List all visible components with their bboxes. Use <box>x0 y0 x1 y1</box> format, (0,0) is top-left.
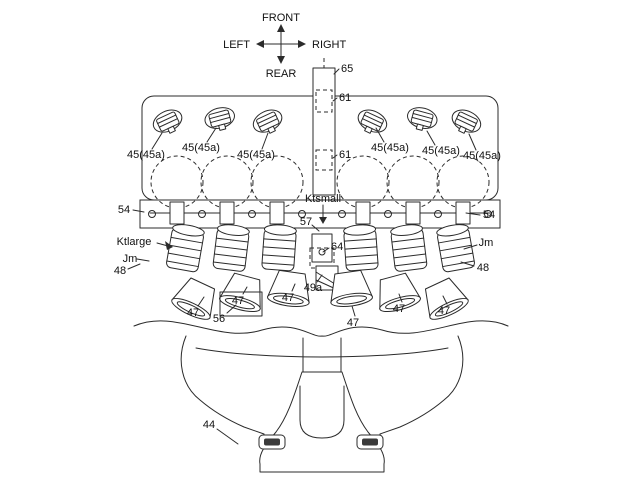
case-seam <box>195 347 449 358</box>
intake-funnel <box>267 269 310 308</box>
label-64: 64 <box>331 241 343 253</box>
intake-funnel <box>330 269 373 308</box>
label-45-5: 45(45a) <box>422 145 460 157</box>
intake-boot <box>261 224 297 272</box>
case-pad <box>356 434 384 450</box>
intake-boot <box>390 224 428 272</box>
ignition-coil <box>407 107 438 131</box>
compass-left-label: LEFT <box>223 39 250 51</box>
label-jm-right: Jm <box>479 237 494 249</box>
label-45-4: 45(45a) <box>371 142 409 154</box>
intake-funnel <box>171 277 216 320</box>
orientation-compass: FRONT LEFT RIGHT REAR <box>223 12 346 80</box>
ignition-coils <box>152 107 482 134</box>
compass-right-label: RIGHT <box>312 39 347 51</box>
label-47-2: 47 <box>232 295 244 307</box>
intake-funnels <box>171 269 469 320</box>
label-47-3: 47 <box>282 292 294 304</box>
bore-circle <box>436 155 490 209</box>
ignition-coil <box>152 109 183 134</box>
bracket-56 <box>219 291 263 317</box>
label-45-2: 45(45a) <box>182 142 220 154</box>
label-54-right: 54 <box>483 209 495 221</box>
center-bracket <box>309 233 339 291</box>
label-45-1: 45(45a) <box>127 149 165 161</box>
intake-boots <box>166 224 475 273</box>
bore-circle <box>386 155 440 209</box>
intake-duct <box>312 58 336 196</box>
label-47-1: 47 <box>187 307 199 319</box>
bore-circle <box>200 155 254 209</box>
bell-housing <box>259 371 385 473</box>
injector <box>405 201 421 225</box>
intake-boot <box>343 224 379 272</box>
bore-circle <box>250 155 304 209</box>
label-54-left: 54 <box>118 204 130 216</box>
injector <box>169 201 185 225</box>
label-47-6: 47 <box>438 305 450 317</box>
label-48-left: 48 <box>114 265 126 277</box>
break-line <box>133 320 509 337</box>
label-47-4: 47 <box>347 317 359 329</box>
injector <box>269 201 285 225</box>
bell-arch <box>299 385 345 439</box>
label-ktlarge: Ktlarge <box>117 236 152 248</box>
intake-funnel <box>424 277 469 320</box>
intake-funnel <box>219 272 261 313</box>
crankcase <box>133 320 509 473</box>
bore-circle <box>336 155 390 209</box>
label-49a: 49a <box>304 282 323 294</box>
intake-boot <box>212 224 250 272</box>
ignition-coil <box>357 109 388 134</box>
injector <box>219 201 235 225</box>
injector <box>355 201 371 225</box>
ignition-coil <box>451 109 482 134</box>
label-ktsmall: Ktsmall <box>305 193 341 205</box>
label-47-5: 47 <box>393 303 405 315</box>
intake-funnel <box>379 272 421 313</box>
compass-left-arrowhead <box>256 40 264 48</box>
compass-front-label: FRONT <box>262 12 300 24</box>
injector <box>455 201 471 225</box>
compass-down-arrowhead <box>277 56 285 64</box>
duct-upper-port <box>315 89 333 113</box>
ignition-coil <box>252 109 283 134</box>
intake-boot <box>436 224 475 273</box>
ref-labels: 65 61 61 45(45a) 45(45a) 45(45a) 45(45a)… <box>114 63 501 431</box>
label-jm-left: Jm <box>123 253 138 265</box>
leader-lines <box>127 68 481 445</box>
case-left-outline <box>180 335 301 450</box>
label-61-top: 61 <box>339 92 351 104</box>
compass-right-arrowhead <box>298 40 306 48</box>
duct-lower-port <box>315 149 333 171</box>
label-48-right: 48 <box>477 262 489 274</box>
bore-circle <box>150 155 204 209</box>
case-pad <box>258 434 286 450</box>
ignition-coil <box>204 107 235 131</box>
duct-body <box>312 67 336 196</box>
label-44: 44 <box>203 419 215 431</box>
intake-boot <box>166 224 205 273</box>
compass-rear-label: REAR <box>266 68 297 80</box>
case-right-outline <box>343 335 464 450</box>
head-band <box>139 199 501 229</box>
label-45-3: 45(45a) <box>237 149 275 161</box>
label-61-bottom: 61 <box>339 149 351 161</box>
label-57: 57 <box>300 216 312 228</box>
compass-up-arrowhead <box>277 24 285 32</box>
label-56: 56 <box>213 313 225 325</box>
label-45-6: 45(45a) <box>463 150 501 162</box>
label-65: 65 <box>341 63 353 75</box>
